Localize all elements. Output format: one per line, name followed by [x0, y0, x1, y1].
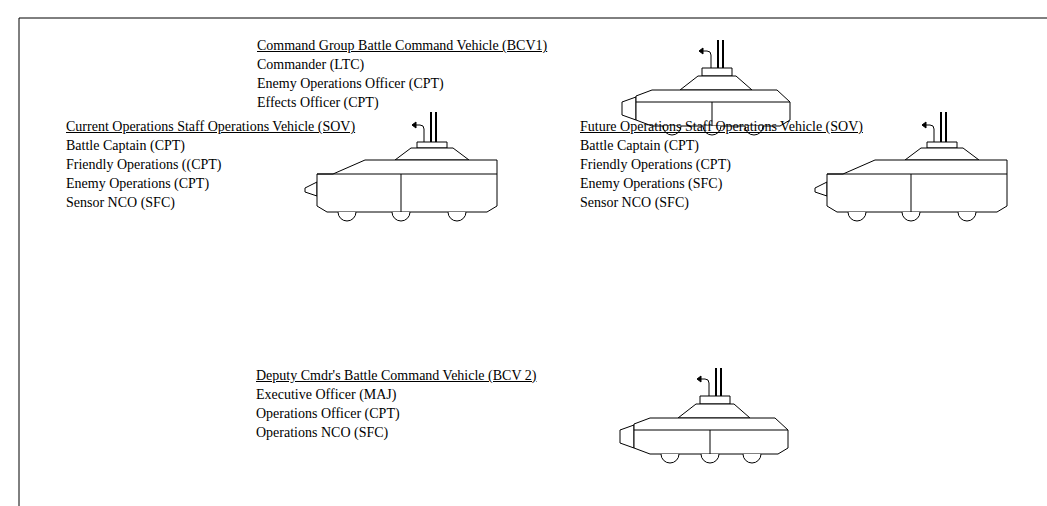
bcv2-vehicle: [620, 368, 788, 463]
crew-position: Enemy Operations Officer (CPT): [257, 74, 444, 93]
crew-position: Enemy Operations (CPT): [66, 174, 209, 193]
crew-position: Sensor NCO (SFC): [66, 193, 175, 212]
crew-position: Enemy Operations (SFC): [580, 174, 722, 193]
crew-position: Friendly Operations ((CPT): [66, 155, 222, 174]
crew-position: Commander (LTC): [257, 55, 364, 74]
crew-position: Executive Officer (MAJ): [256, 385, 396, 404]
vehicle-heading: Command Group Battle Command Vehicle (BC…: [257, 36, 547, 55]
vehicle-heading: Future Operations Staff Operations Vehic…: [580, 117, 863, 136]
crew-position: Operations Officer (CPT): [256, 404, 400, 423]
crew-position: Sensor NCO (SFC): [580, 193, 689, 212]
crew-position: Friendly Operations (CPT): [580, 155, 731, 174]
vehicle-heading: Current Operations Staff Operations Vehi…: [66, 117, 355, 136]
crew-position: Battle Captain (CPT): [580, 136, 699, 155]
frame-left: [19, 18, 20, 506]
crew-position: Effects Officer (CPT): [257, 93, 379, 112]
vehicle-heading: Deputy Cmdr's Battle Command Vehicle (BC…: [256, 366, 536, 385]
crew-position: Battle Captain (CPT): [66, 136, 185, 155]
frame-top: [19, 18, 1047, 19]
crew-position: Operations NCO (SFC): [256, 423, 388, 442]
